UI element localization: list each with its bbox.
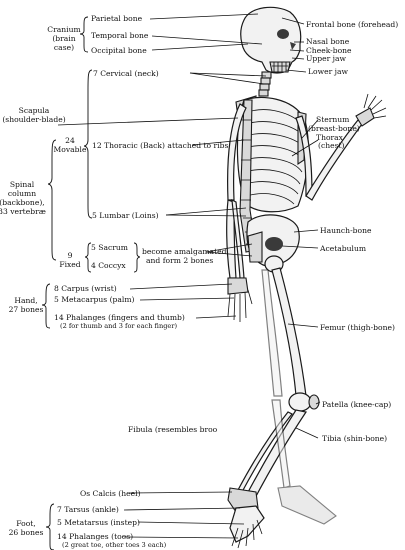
patella	[308, 394, 320, 410]
foot	[227, 487, 265, 549]
rear-leg	[261, 269, 337, 525]
label-sternum-1: Sternum	[316, 115, 349, 124]
label-hand-2: 27 bones	[9, 305, 44, 314]
label-os-calcis: Os Calcis (heel)	[80, 489, 141, 498]
label-lower-jaw: Lower jaw	[308, 67, 349, 76]
label-lumbar: 5 Lumbar (Loins)	[92, 211, 159, 220]
label-cheek: Cheek-bone	[306, 46, 352, 55]
label-cranium-2: (brain	[52, 34, 75, 43]
label-carpus: 8 Carpus (wrist)	[54, 284, 117, 293]
label-tibia: Tibia (shin-bone)	[322, 434, 387, 443]
label-thoracic: 12 Thoracic (Back) attached to ribs	[92, 141, 228, 150]
label-upper-jaw: Upper jaw	[306, 54, 347, 63]
label-tarsus: 7 Tarsus (ankle)	[57, 505, 119, 514]
label-fixed-2: Fixed	[59, 260, 80, 269]
label-fixed-1: 9	[68, 251, 73, 260]
label-thorax-1: Thorax	[316, 133, 344, 142]
label-spinal-1: Spinal	[10, 180, 35, 189]
raised-arm	[295, 93, 387, 201]
skull	[240, 6, 302, 74]
label-parietal: Parietal bone	[91, 14, 143, 23]
label-phalanges-foot: 14 Phalanges (toes)	[57, 532, 133, 541]
label-nasal: Nasal bone	[306, 37, 350, 46]
label-metatarsus: 5 Metatarsus (instep)	[57, 518, 140, 527]
label-movable-1: 24	[65, 136, 75, 145]
pelvis	[246, 214, 300, 267]
label-haunch: Haunch-bone	[320, 226, 372, 235]
label-cervical: 7 Cervical (neck)	[93, 69, 159, 78]
label-phalanges-hand-note: (2 for thumb and 3 for each finger)	[60, 322, 177, 330]
label-spinal-4: 33 vertebræ	[0, 207, 46, 216]
label-thorax-2: (chest)	[318, 141, 345, 150]
label-spinal-2: column	[8, 189, 36, 198]
left-labels: Cranium (brain case) Parietal bone Tempo…	[0, 14, 228, 549]
label-fibula: Fibula (resembles broo	[128, 425, 218, 434]
label-phalanges-hand: 14 Phalanges (fingers and thumb)	[54, 313, 185, 322]
label-cranium-3: case)	[54, 43, 74, 52]
label-amalgamated-2: and form 2 bones	[146, 256, 213, 265]
label-sternum-2: (breast-bone)	[308, 124, 360, 133]
label-coccyx: 4 Coccyx	[91, 261, 126, 270]
label-movable-2: Movable	[54, 145, 87, 154]
cervical-spine	[258, 71, 272, 97]
label-acetabulum: Acetabulum	[319, 244, 366, 253]
label-hand-1: Hand,	[14, 296, 37, 305]
skeleton-figure	[226, 6, 387, 549]
leader-lines	[41, 13, 321, 550]
label-patella: Patella (knee-cap)	[322, 400, 391, 409]
label-foot-1: Foot,	[16, 519, 35, 528]
label-occipital: Occipital bone	[91, 46, 147, 55]
label-scapula-1: Scapula	[19, 106, 50, 115]
label-foot-2: 26 bones	[9, 528, 44, 537]
femur	[264, 255, 312, 412]
hanging-arm	[226, 103, 253, 322]
label-cranium-1: Cranium	[47, 25, 80, 34]
label-femur: Femur (thigh-bone)	[320, 323, 395, 332]
label-sacrum: 5 Sacrum	[91, 243, 128, 252]
label-spinal-3: (backbone),	[0, 198, 45, 207]
label-amalgamated-1: become amalgamated	[142, 247, 227, 256]
label-metacarpus: 5 Metacarpus (palm)	[54, 295, 135, 304]
label-temporal: Temporal bone	[91, 31, 149, 40]
label-scapula-2: (shoulder-blade)	[2, 115, 65, 124]
label-frontal: Frontal bone (forehead)	[306, 20, 398, 29]
label-phalanges-foot-note: (2 great toe, other toes 3 each)	[62, 541, 167, 549]
right-labels: Frontal bone (forehead) Nasal bone Cheek…	[306, 20, 398, 443]
